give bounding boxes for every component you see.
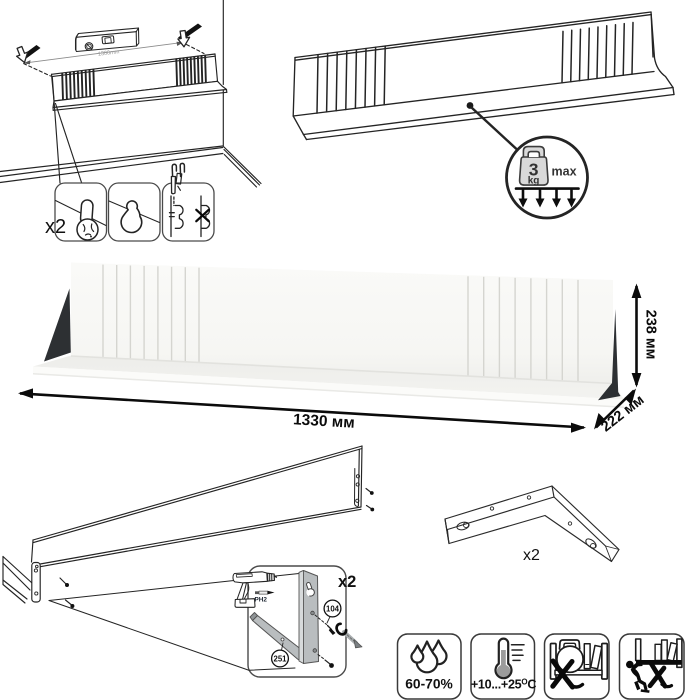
svg-text:238 мм: 238 мм [643,310,659,360]
svg-text:max: max [552,165,577,179]
svg-text:kg: kg [528,176,540,187]
svg-text:x2: x2 [523,547,540,564]
svg-text:x2: x2 [338,573,356,591]
svg-text:+10...+25OC: +10...+25OC [471,678,536,692]
svg-text:3: 3 [529,160,539,180]
svg-text:251: 251 [273,654,287,663]
svg-text:1300mm: 1300mm [98,49,120,57]
svg-text:1330 мм: 1330 мм [293,411,356,432]
svg-text:x2: x2 [45,216,66,238]
svg-text:104: 104 [326,604,340,613]
svg-text:60-70%: 60-70% [405,677,453,692]
svg-text:PH2: PH2 [255,597,268,604]
